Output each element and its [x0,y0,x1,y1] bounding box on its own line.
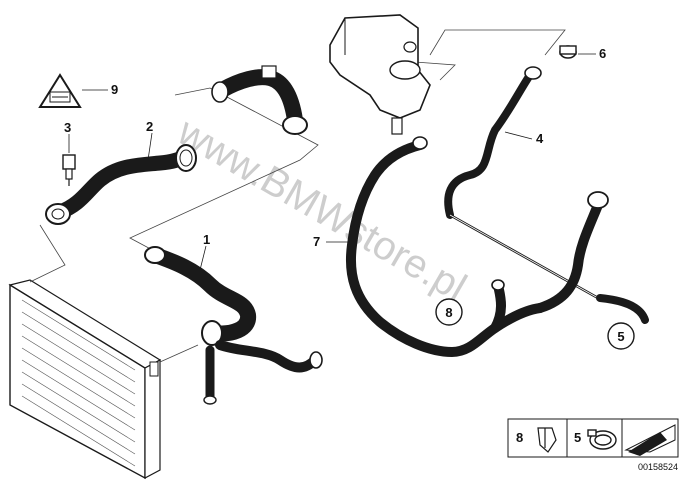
circled-ref-5[interactable]: 5 [607,322,635,350]
svg-text:5: 5 [617,329,624,344]
callout-6[interactable]: 6 [599,46,606,61]
guide-lines [29,29,566,363]
callout-4[interactable]: 4 [536,131,544,146]
callout-9[interactable]: 9 [111,82,118,97]
clamp-icon [537,427,557,453]
circled-ref-8[interactable]: 8 [435,298,463,326]
callout-1[interactable]: 1 [203,232,210,247]
temperature-sensor[interactable] [62,154,76,186]
radiator[interactable] [8,279,162,480]
callout-2[interactable]: 2 [146,119,153,134]
leader-4 [504,131,533,140]
warning-label-icon[interactable] [38,73,82,108]
thermostat-housing[interactable] [211,65,308,135]
legend-item-8-label[interactable]: 8 [516,430,523,445]
arrow-pointer-icon [624,424,676,456]
leader-1 [199,245,207,271]
leader-2 [147,132,153,161]
document-number: 00158524 [638,462,678,472]
hose-2[interactable] [45,144,197,225]
legend-item-5-label[interactable]: 5 [574,430,581,445]
hose-1[interactable] [144,246,323,405]
callout-3[interactable]: 3 [64,120,71,135]
hose-clip-icon [587,429,617,450]
svg-text:8: 8 [445,305,452,320]
hose-7[interactable] [345,136,649,357]
hose-4[interactable] [444,66,542,219]
callout-7[interactable]: 7 [313,234,320,249]
expansion-tank-cap[interactable] [559,45,577,59]
expansion-tank[interactable] [329,14,431,135]
